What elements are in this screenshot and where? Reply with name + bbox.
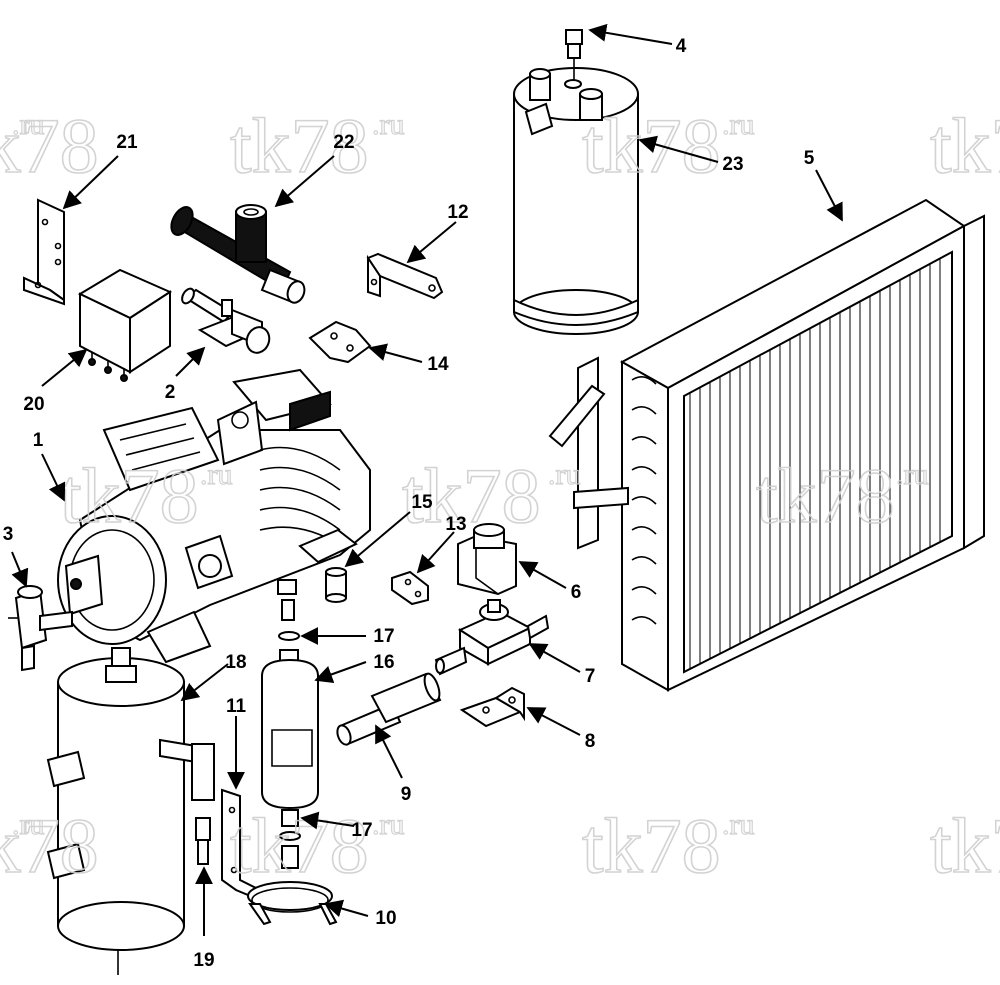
watermark-text: tk78	[756, 452, 895, 539]
callout-12: 12	[447, 202, 468, 223]
callout-19: 19	[193, 950, 214, 971]
watermark-sup: .ru	[200, 458, 233, 491]
callout-22: 22	[333, 132, 354, 153]
callout-8: 8	[585, 731, 596, 752]
valve-part-2	[181, 287, 271, 354]
callout-15: 15	[411, 492, 433, 513]
callout-5: 5	[804, 148, 815, 169]
leader-lines	[11, 23, 843, 936]
accumulator-part-18	[46, 647, 215, 975]
insulated-tee-part-22	[170, 204, 306, 304]
watermark-text: tk78	[60, 452, 199, 539]
callout-21: 21	[116, 132, 138, 153]
callout-17: 17	[373, 626, 394, 647]
tube-fitting-part-9	[336, 672, 442, 746]
fitting-part-19	[195, 817, 211, 865]
watermark-text: tk78	[582, 102, 721, 189]
watermark-text: tk78	[582, 802, 721, 889]
condenser-part-5	[548, 198, 985, 692]
filter-drier-part-16	[261, 579, 319, 869]
watermarks: tk78 .ru tk78 .ru tk78 .ru tk78 tk78 .ru…	[0, 101, 1000, 890]
watermark-sup: .ru	[722, 108, 755, 141]
callout-10: 10	[375, 908, 396, 929]
watermark-text: tk78	[230, 102, 369, 189]
callout-23: 23	[722, 154, 743, 175]
watermark-text: tk78	[0, 802, 99, 889]
watermark-text: tk78	[930, 802, 1000, 889]
bracket-part-8	[459, 686, 525, 728]
watermark-sup: .ru	[372, 808, 405, 841]
callout-14: 14	[427, 354, 449, 375]
callout-20: 20	[23, 394, 44, 415]
clamp-part-10	[247, 881, 338, 926]
callout-13: 13	[445, 514, 466, 535]
sleeve-part-15	[325, 567, 347, 603]
condenser-fins	[689, 259, 941, 669]
callout-16: 16	[373, 652, 394, 673]
callout-17-lower: 17	[351, 820, 372, 841]
callout-11: 11	[226, 696, 247, 717]
watermark-text: tk78	[930, 102, 1000, 189]
callout-2: 2	[165, 382, 176, 403]
watermark-sup: .ru	[548, 458, 581, 491]
callout-6: 6	[571, 582, 582, 603]
watermark-sup: .ru	[372, 108, 405, 141]
callout-9: 9	[401, 784, 412, 805]
bracket-part-12	[366, 252, 444, 300]
solenoid-part-6	[457, 523, 517, 596]
callout-labels: 1 2 3 4 5 6 7 8 9 10 11 12 13 14 15 16 1…	[3, 36, 815, 971]
callout-1: 1	[33, 430, 44, 451]
watermark-sup: .ru	[896, 458, 929, 491]
compressor-part-1	[57, 368, 371, 664]
relay-part-20	[77, 268, 173, 382]
callout-7: 7	[585, 666, 596, 687]
watermark-text: tk78	[0, 102, 99, 189]
service-fitting-part-3	[8, 585, 73, 672]
watermark-sup: .ru	[12, 108, 45, 141]
watermark-sup: .ru	[12, 808, 45, 841]
callout-18: 18	[225, 652, 246, 673]
callout-4: 4	[676, 36, 687, 57]
clip-part-13	[391, 570, 429, 606]
watermark-sup: .ru	[722, 808, 755, 841]
bracket-part-21	[23, 198, 65, 306]
watermark-text: tk78	[402, 452, 541, 539]
receiver-tank-part-23	[513, 29, 639, 335]
callout-3: 3	[3, 524, 14, 545]
valve-part-7	[434, 599, 550, 676]
plate-part-14	[308, 320, 372, 364]
watermark-text: tk78	[230, 802, 369, 889]
